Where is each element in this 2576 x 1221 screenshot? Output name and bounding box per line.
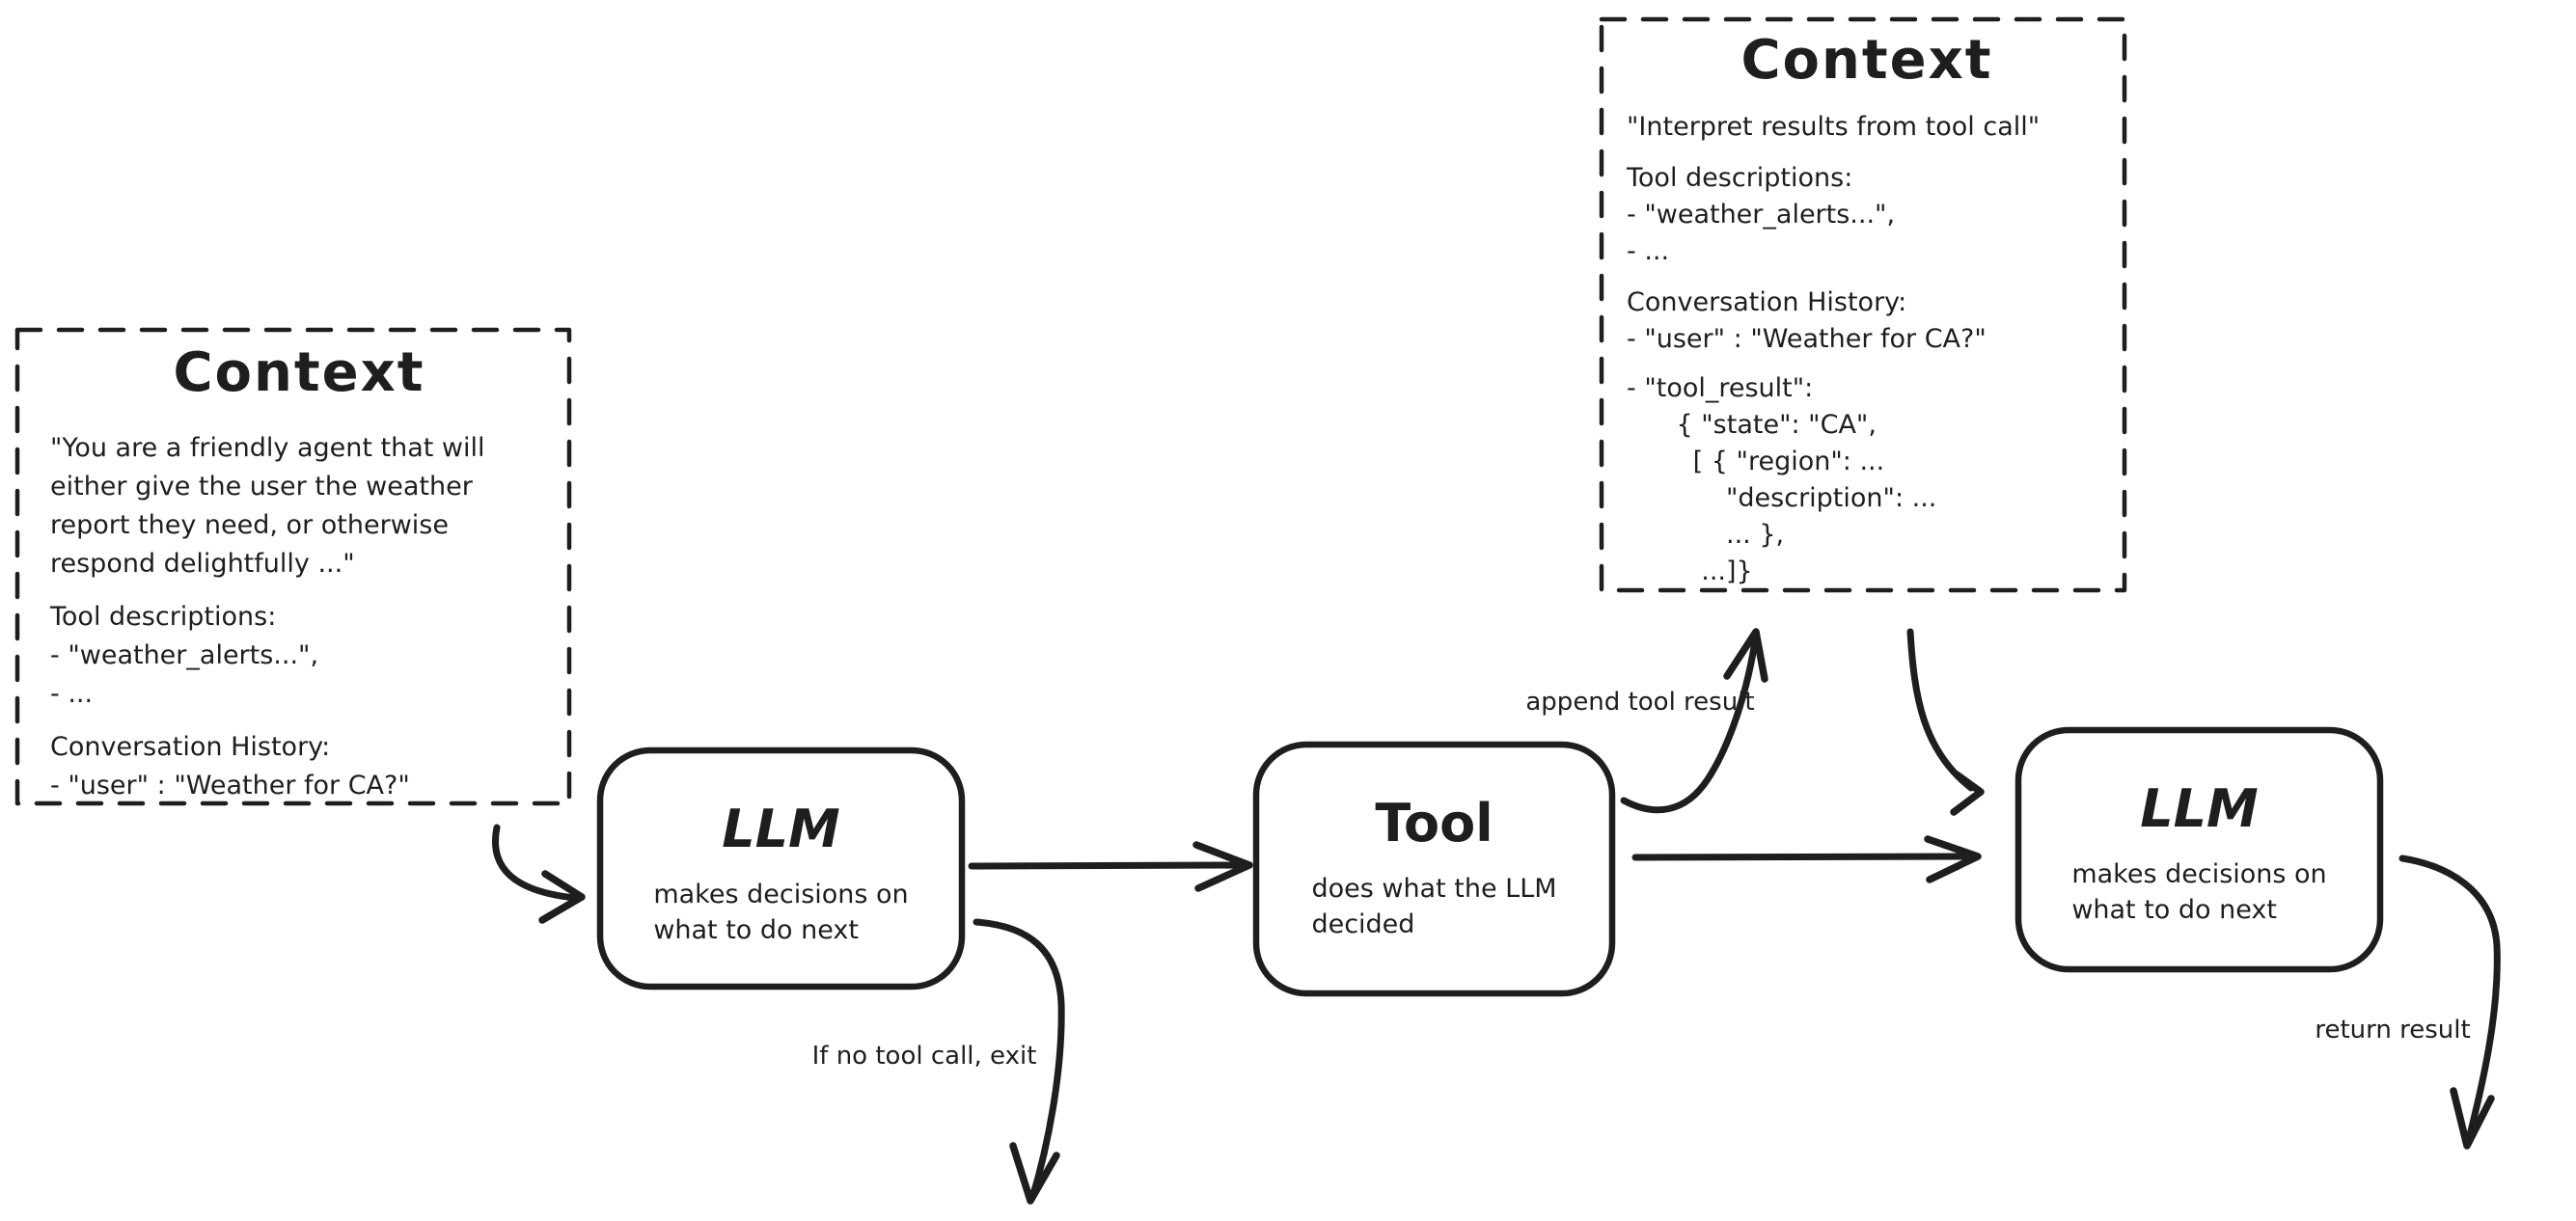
context-line: either give the user the weather <box>50 472 473 502</box>
arrow-tool-to-context-right-head <box>1723 628 1768 683</box>
node-llm-2-title: LLM <box>2140 778 2259 839</box>
context-right-body: "Interpret results from tool call" Tool … <box>1627 109 2107 590</box>
node-llm-2: LLM makes decisions on what to do next <box>2018 730 2380 969</box>
arrow-context-right-to-llm2 <box>1906 628 1975 792</box>
node-subtitle-line: makes decisions on <box>2071 859 2327 889</box>
context-line: "description": ... <box>1627 483 1937 513</box>
context-right-title: Context <box>1740 29 1993 92</box>
arrow-tool-to-llm2-head <box>1924 835 1982 883</box>
node-tool-title: Tool <box>1375 793 1494 854</box>
arrow-context-left-to-llm1-head <box>538 870 586 924</box>
context-line: Tool descriptions: <box>50 602 277 632</box>
context-line: Conversation History: <box>1627 287 1907 317</box>
node-tool-subtitle: does what the LLM decided <box>1311 871 1556 942</box>
tool-result-paragraph: - "tool_result": { "state": "CA", [ { "r… <box>1627 370 2107 590</box>
arrow-llm1-exit <box>973 918 1065 1202</box>
node-llm-1-subtitle: makes decisions on what to do next <box>653 877 908 948</box>
context-line: - "user" : "Weather for CA?" <box>1627 324 1987 354</box>
llm2-node-border <box>2014 726 2384 973</box>
context-line: Tool descriptions: <box>1627 163 1853 193</box>
context-box-right: Context "Interpret results from tool cal… <box>1602 29 2124 590</box>
context-line: report they need, or otherwise <box>50 510 449 540</box>
node-tool: Tool does what the LLM decided <box>1256 745 1612 993</box>
arrow-context-right-to-llm2-head <box>1950 771 1985 816</box>
context-line: { "state": "CA", <box>1627 410 1877 440</box>
arrow-llm2-return <box>2398 855 2501 1147</box>
arrow-llm1-to-tool <box>968 861 1247 870</box>
edge-label-return-result: return result <box>2315 1016 2471 1045</box>
context-left-title: Context <box>173 341 425 404</box>
context-line: - "user" : "Weather for CA?" <box>50 771 410 800</box>
context-line: - "tool_result": <box>1627 373 1814 403</box>
system-prompt-paragraph: "You are a friendly agent that will eith… <box>50 429 548 583</box>
context-line: - ... <box>50 679 94 709</box>
context-line: Conversation History: <box>50 732 331 762</box>
node-subtitle-line: what to do next <box>653 915 859 945</box>
context-box-right-border <box>1599 16 2127 593</box>
context-line: "You are a friendly agent that will <box>50 433 485 463</box>
tool-descriptions-paragraph: Tool descriptions: - "weather_alerts..."… <box>1627 160 2107 270</box>
arrow-llm1-exit-head <box>1009 1142 1060 1205</box>
context-line: respond delightfully ..." <box>50 549 355 579</box>
context-left-body: "You are a friendly agent that will eith… <box>50 429 548 805</box>
node-llm-1: LLM makes decisions on what to do next <box>600 750 962 987</box>
arrow-tool-to-llm2 <box>1631 853 1976 861</box>
context-line: ... }, <box>1627 520 1785 550</box>
arrow-tool-to-context-right <box>1620 631 1760 814</box>
system-prompt-paragraph: "Interpret results from tool call" <box>1627 109 2107 146</box>
context-line: [ { "region": ... <box>1627 447 1885 476</box>
edge-label-if-no-tool-call-exit: If no tool call, exit <box>811 1042 1037 1071</box>
context-line: "Interpret results from tool call" <box>1627 112 2041 142</box>
node-subtitle-line: decided <box>1311 909 1415 939</box>
arrow-llm2-return-head <box>2450 1087 2495 1150</box>
context-line: - ... <box>1627 236 1670 266</box>
tool-node-border <box>1252 741 1616 997</box>
context-line: ...]} <box>1627 556 1753 586</box>
node-subtitle-line: what to do next <box>2071 895 2277 925</box>
arrow-llm1-to-tool-head <box>1192 841 1253 892</box>
context-line: - "weather_alerts...", <box>50 640 319 670</box>
node-llm-1-title: LLM <box>722 799 840 859</box>
node-subtitle-line: does what the LLM <box>1311 874 1557 904</box>
node-llm-2-subtitle: makes decisions on what to do next <box>2071 856 2326 928</box>
context-box-left-border <box>14 327 572 806</box>
arrow-context-left-to-llm1 <box>492 824 579 902</box>
node-subtitle-line: makes decisions on <box>653 880 909 909</box>
edge-label-append-tool-result: append tool result <box>1525 688 1755 717</box>
context-line: - "weather_alerts...", <box>1627 200 1896 230</box>
conversation-history-paragraph: Conversation History: - "user" : "Weathe… <box>1627 285 2107 358</box>
context-box-left: Context "You are a friendly agent that w… <box>17 341 569 805</box>
tool-descriptions-paragraph: Tool descriptions: - "weather_alerts..."… <box>50 598 548 714</box>
llm1-node-border <box>596 746 966 990</box>
conversation-history-paragraph: Conversation History: - "user" : "Weathe… <box>50 728 548 805</box>
